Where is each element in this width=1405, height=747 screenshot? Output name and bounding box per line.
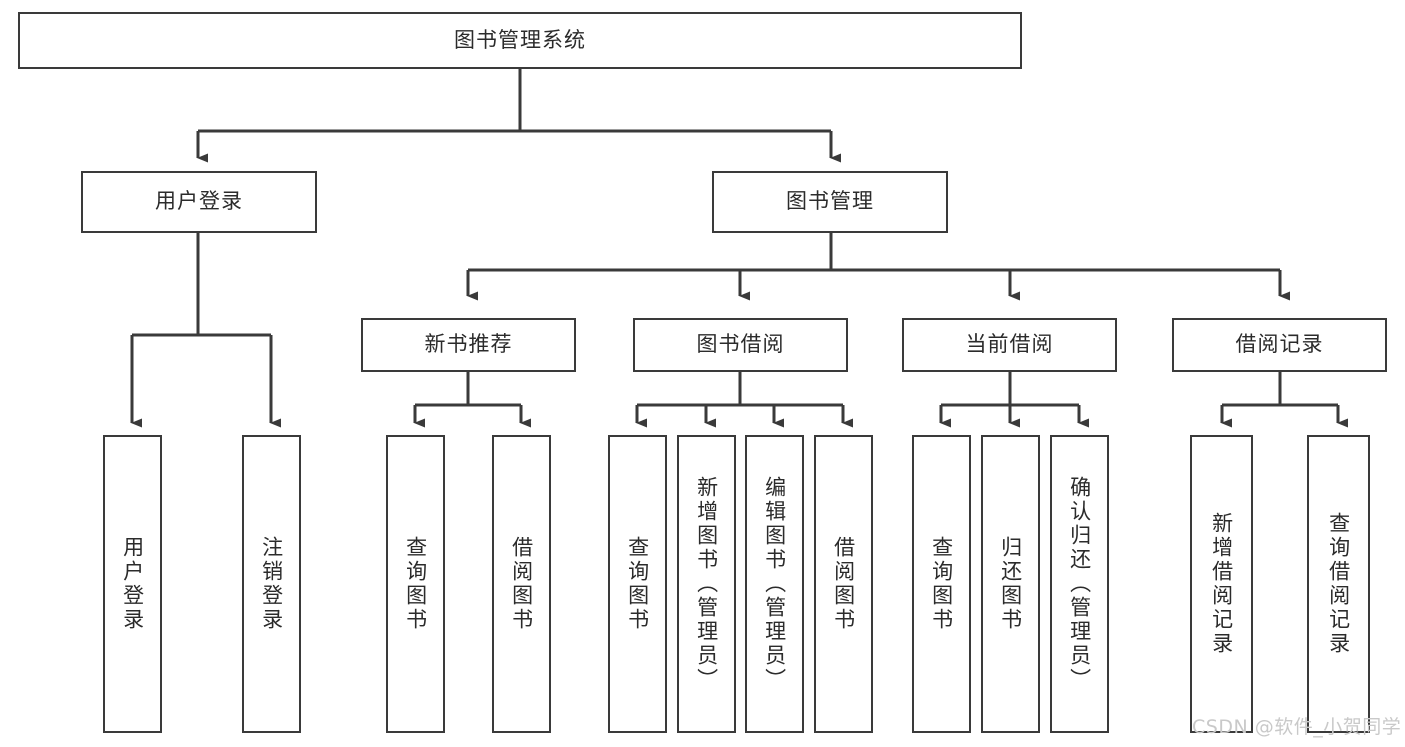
csdn-watermark: CSDN @软件_小贺同学 [1192, 716, 1402, 738]
leaf-user-logout[interactable]: 注销登录 [242, 435, 301, 733]
leaf-query-book-recommend[interactable]: 查询图书 [386, 435, 445, 733]
leaf-query-book-current-label: 查询图书 [929, 536, 954, 632]
leaf-confirm-return-admin-label: 确认归还（管理员） [1067, 476, 1092, 692]
node-new-book-recommend[interactable]: 新书推荐 [361, 318, 576, 372]
leaf-user-login[interactable]: 用户登录 [103, 435, 162, 733]
node-user-login[interactable]: 用户登录 [81, 171, 317, 233]
leaf-borrow-book-label: 借阅图书 [831, 536, 856, 632]
leaf-user-logout-label: 注销登录 [259, 536, 284, 632]
leaf-query-borrow-record-label: 查询借阅记录 [1326, 512, 1351, 656]
leaf-query-book-borrow-label: 查询图书 [625, 536, 650, 632]
leaf-query-book-recommend-label: 查询图书 [403, 536, 428, 632]
leaf-borrow-book-recommend-label: 借阅图书 [509, 536, 534, 632]
node-book-management[interactable]: 图书管理 [712, 171, 948, 233]
node-root-label: 图书管理系统 [454, 27, 586, 52]
node-book-borrow-label: 图书借阅 [696, 332, 785, 357]
node-book-borrow[interactable]: 图书借阅 [633, 318, 848, 372]
leaf-add-borrow-record-label: 新增借阅记录 [1209, 512, 1234, 656]
node-root[interactable]: 图书管理系统 [18, 12, 1022, 69]
leaf-edit-book-admin[interactable]: 编辑图书（管理员） [745, 435, 804, 733]
leaf-confirm-return-admin[interactable]: 确认归还（管理员） [1050, 435, 1109, 733]
leaf-query-book-borrow[interactable]: 查询图书 [608, 435, 667, 733]
node-borrow-record[interactable]: 借阅记录 [1172, 318, 1387, 372]
node-borrow-record-label: 借阅记录 [1235, 332, 1324, 357]
node-user-login-label: 用户登录 [155, 189, 243, 214]
leaf-borrow-book-recommend[interactable]: 借阅图书 [492, 435, 551, 733]
leaf-borrow-book[interactable]: 借阅图书 [814, 435, 873, 733]
leaf-add-book-admin-label: 新增图书（管理员） [694, 476, 719, 692]
node-book-management-label: 图书管理 [786, 189, 874, 214]
leaf-edit-book-admin-label: 编辑图书（管理员） [762, 476, 787, 692]
leaf-add-book-admin[interactable]: 新增图书（管理员） [677, 435, 736, 733]
leaf-user-login-label: 用户登录 [120, 536, 145, 632]
leaf-return-book[interactable]: 归还图书 [981, 435, 1040, 733]
leaf-add-borrow-record[interactable]: 新增借阅记录 [1190, 435, 1253, 733]
node-current-borrow[interactable]: 当前借阅 [902, 318, 1117, 372]
node-new-book-recommend-label: 新书推荐 [424, 332, 513, 357]
leaf-query-book-current[interactable]: 查询图书 [912, 435, 971, 733]
leaf-query-borrow-record[interactable]: 查询借阅记录 [1307, 435, 1370, 733]
leaf-return-book-label: 归还图书 [998, 536, 1023, 632]
node-current-borrow-label: 当前借阅 [965, 332, 1054, 357]
